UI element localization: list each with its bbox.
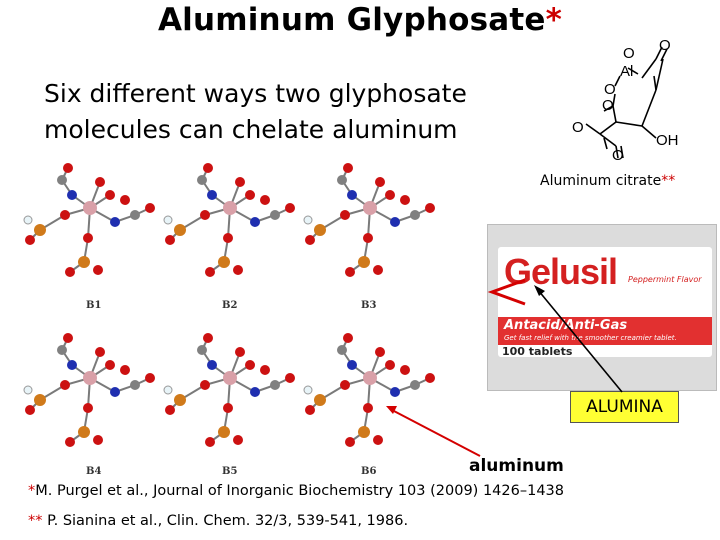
gelusil-product-photo: Gelusil Peppermint Flavor Antacid/Anti-G…: [487, 224, 717, 391]
structure-label-b2: B2: [222, 300, 238, 311]
structure-label-b1: B1: [86, 300, 102, 311]
citrate-atom-oh: OH: [656, 132, 679, 149]
page-title: Aluminum Glyphosate*: [0, 2, 720, 38]
alumina-arrow: [537, 289, 623, 393]
product-tagline: Antacid/Anti-Gas: [504, 318, 628, 333]
reference-1: *M. Purgel et al., Journal of Inorganic …: [28, 483, 564, 499]
citrate-atom-al: Al: [620, 63, 633, 80]
citrate-atom-o3: O: [604, 81, 616, 98]
structure-label-b6: B6: [361, 466, 377, 477]
reference-2-marker: **: [28, 513, 43, 529]
reference-2-text: P. Sianina et al., Clin. Chem. 32/3, 539…: [47, 513, 409, 529]
subtitle-line-1: Six different ways two glyphosate: [44, 79, 467, 108]
reference-1-text: M. Purgel et al., Journal of Inorganic B…: [35, 483, 564, 499]
product-flavor: Peppermint Flavor: [628, 275, 702, 284]
alumina-label: ALUMINA: [570, 391, 679, 423]
aluminum-arrow: [391, 409, 481, 457]
product-count: 100 tablets: [502, 345, 573, 358]
citrate-atom-o1: O: [623, 45, 635, 62]
subtitle-line-2: molecules can chelate aluminum: [44, 115, 458, 144]
alumina-red-marker: [487, 278, 526, 306]
reference-1-marker: *: [28, 483, 36, 499]
structure-label-b5: B5: [222, 466, 238, 477]
aluminum-label: aluminum: [469, 456, 564, 476]
title-text: Aluminum Glyphosate: [157, 2, 546, 38]
structure-label-b3: B3: [361, 300, 377, 311]
citrate-atom-o5: O: [572, 119, 584, 136]
citrate-caption-stars: **: [661, 173, 676, 189]
citrate-atom-o4: O: [602, 97, 614, 114]
product-brand: Gelusil: [504, 251, 618, 292]
product-subtag: Get fast relief with the smoother creami…: [504, 334, 677, 342]
citrate-atom-o6: O: [612, 147, 624, 164]
glyphosate-structures: [23, 162, 436, 448]
reference-2: ** P. Sianina et al., Clin. Chem. 32/3, …: [28, 513, 408, 529]
structure-label-b4: B4: [86, 466, 102, 477]
subtitle: Six different ways two glyphosate molecu…: [44, 76, 514, 148]
title-asterisk: *: [545, 2, 563, 38]
molecule-b1: [23, 163, 155, 277]
citrate-caption-text: Aluminum citrate: [540, 173, 662, 189]
citrate-atom-o2: O: [659, 37, 671, 54]
citrate-caption: Aluminum citrate**: [540, 173, 675, 189]
aluminum-citrate-structure: O Al O O O O O OH: [572, 37, 679, 164]
